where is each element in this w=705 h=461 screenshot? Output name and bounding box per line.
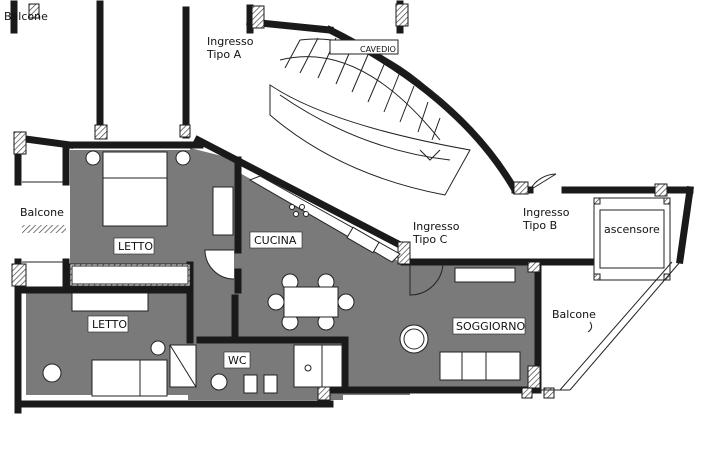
doors: [204, 173, 557, 296]
columns: [11, 3, 668, 401]
label-wc: WC: [228, 354, 247, 367]
bedroom-lower-furniture: [42, 292, 168, 397]
label-balcone-left: Balcone: [20, 206, 64, 219]
bedroom-upper-furniture: [69, 150, 234, 287]
label-ascensore: ascensore: [604, 223, 660, 236]
bed-double: [102, 151, 168, 227]
label-wc-box: WC: [223, 351, 251, 369]
living-furniture: [399, 267, 521, 381]
kitchen-furniture: [248, 175, 401, 331]
label-ingresso-a-1: Ingresso: [207, 35, 254, 48]
label-cucina: CUCINA: [254, 234, 297, 247]
label-balcone-top: Balcone: [4, 10, 48, 23]
label-soggiorno: SOGGIORNO: [456, 320, 525, 333]
staircase: [269, 37, 471, 196]
label-letto-upper-box: LETTO: [113, 237, 155, 255]
balcony-right: [540, 261, 681, 391]
label-letto-lower-box: LETTO: [87, 315, 129, 333]
elevator: [593, 197, 671, 281]
wc-furniture: [169, 344, 343, 394]
label-balcone-right: Balcone: [552, 308, 596, 321]
label-ingresso-a-2: Tipo A: [206, 48, 242, 61]
label-soggiorno-box: SOGGIORNO: [452, 317, 525, 335]
label-cucina-box: CUCINA: [249, 231, 303, 249]
label-ingresso-c-1: Ingresso: [413, 220, 460, 233]
label-ingresso-b-1: Ingresso: [523, 206, 570, 219]
label-ingresso-c-2: Tipo C: [412, 233, 448, 246]
label-ingresso-b-2: Tipo B: [522, 219, 557, 232]
balcony-left: [22, 181, 66, 263]
cavedio-box: [329, 39, 399, 55]
label-letto-upper: LETTO: [118, 240, 153, 253]
label-cavedio: CAVEDIO: [360, 45, 396, 54]
label-letto-lower: LETTO: [92, 318, 127, 331]
labels-plain: Balcone Balcone Ingresso Tipo A CAVEDIO …: [4, 10, 660, 321]
